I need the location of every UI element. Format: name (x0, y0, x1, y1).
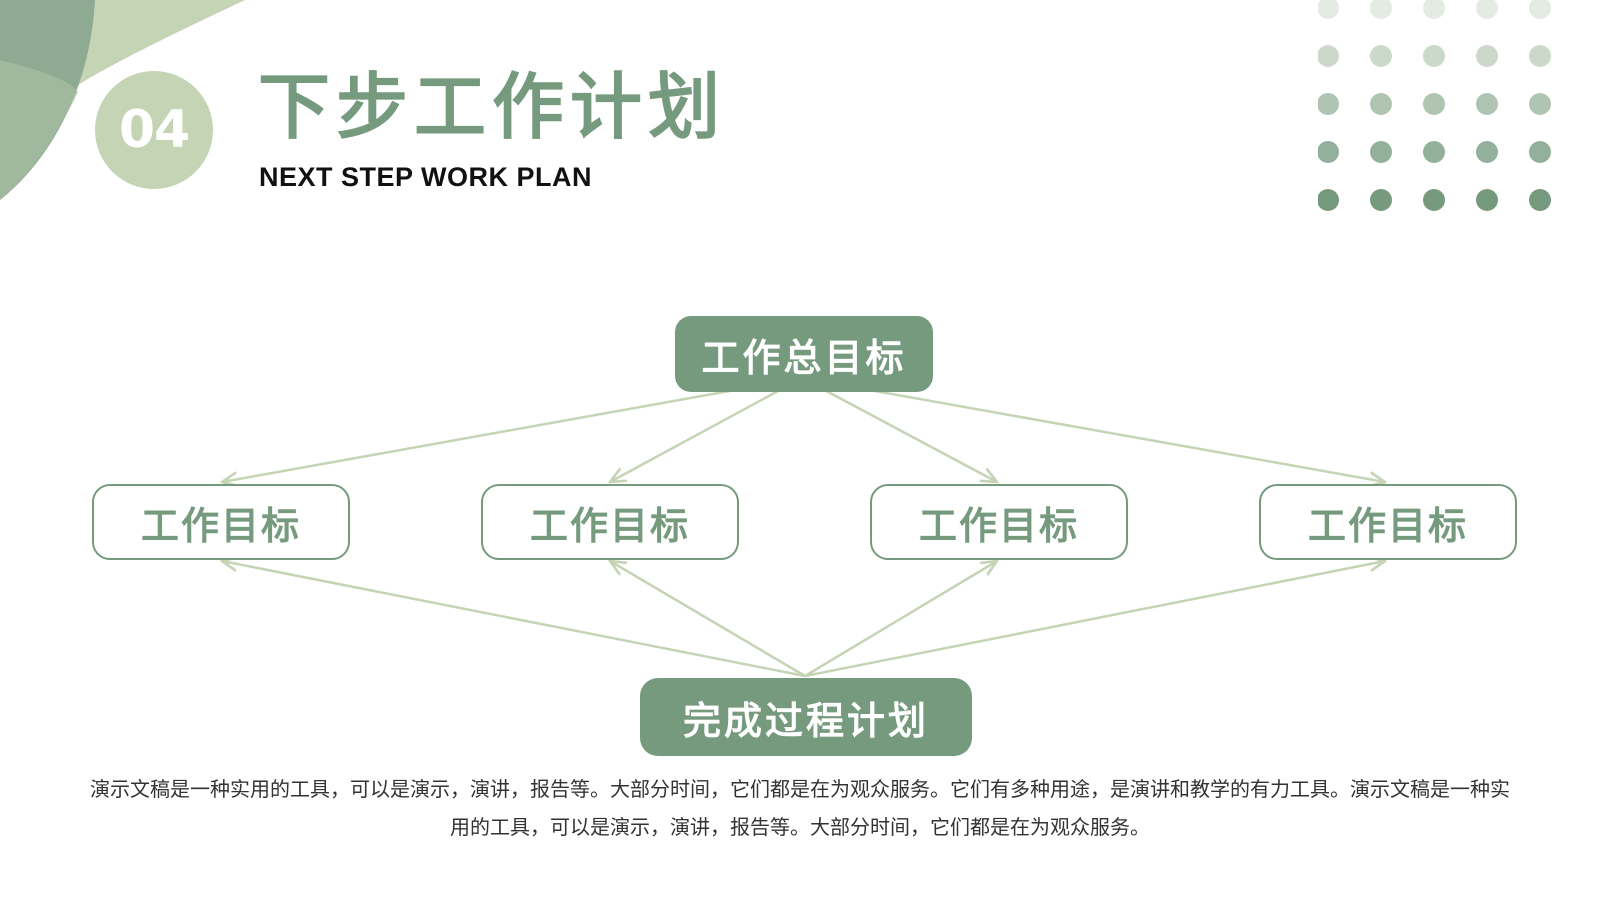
connector-bottom-to-goal-1 (222, 561, 806, 678)
overall-goal-label: 工作总目标 (701, 335, 907, 380)
description-text: 演示文稿是一种实用的工具，可以是演示，演讲，报告等。大部分时间，它们都是在为观众… (90, 777, 1510, 839)
connector-top-to-goal-4 (801, 376, 1385, 482)
section-number: 04 (118, 100, 190, 160)
goal-node-2: 工作目标 (481, 484, 739, 560)
goal-node-4: 工作目标 (1259, 484, 1517, 560)
connector-top-to-goal-2 (610, 376, 803, 482)
overall-goal-node: 工作总目标 (675, 316, 933, 392)
page-title: 下步工作计划 (258, 65, 727, 149)
connector-bottom-to-goal-2 (610, 561, 806, 678)
goal-node-label: 工作目标 (140, 503, 301, 548)
page-subtitle: NEXT STEP WORK PLAN (259, 162, 593, 192)
goal-node-label: 工作目标 (918, 503, 1079, 548)
connector-bottom-to-goal-4 (804, 561, 1385, 678)
process-plan-label: 完成过程计划 (682, 698, 929, 743)
process-plan-node: 完成过程计划 (640, 678, 972, 756)
corner-decoration (0, 0, 245, 200)
connector-top-to-goal-3 (801, 376, 997, 482)
connector-bottom-to-goal-3 (804, 561, 997, 678)
goal-node-label: 工作目标 (1307, 503, 1468, 548)
goal-node-1: 工作目标 (92, 484, 350, 560)
goal-node-3: 工作目标 (870, 484, 1128, 560)
section-number-badge: 04 (95, 71, 213, 189)
goal-node-label: 工作目标 (529, 503, 690, 548)
connector-top-to-goal-1 (222, 376, 803, 482)
dot-grid-decoration (1318, 0, 1551, 211)
